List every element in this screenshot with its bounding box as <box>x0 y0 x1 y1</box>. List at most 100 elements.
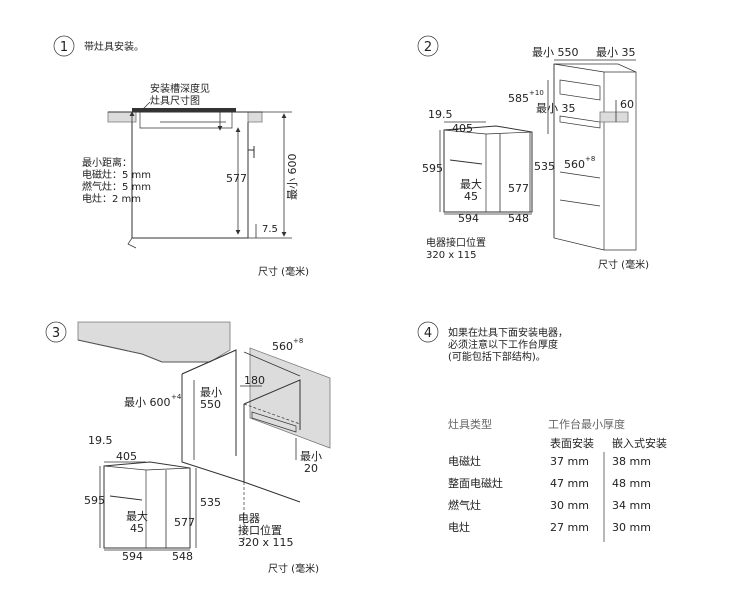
dim-560-line <box>243 351 301 377</box>
row-surface: 37 mm <box>550 455 589 468</box>
dim-535: 535 <box>534 160 555 173</box>
step-number: 1 <box>60 40 68 55</box>
max45-value: 45 <box>130 522 144 535</box>
worktop <box>77 321 231 363</box>
step-number-circle <box>417 35 439 57</box>
side-panel <box>249 347 331 449</box>
dim-577: 577 <box>174 516 195 529</box>
oven-handle <box>109 495 143 501</box>
oven-top-front <box>103 465 147 471</box>
dim-548: 548 <box>172 550 193 563</box>
dim-560: 560 <box>272 340 293 353</box>
niche-vent <box>251 411 297 433</box>
dim-577: 577 <box>508 182 529 195</box>
oven-outline <box>443 125 533 213</box>
row-flush: 34 mm <box>612 499 651 512</box>
dim-560-tolerance: +8 <box>293 337 303 345</box>
min20-value: 20 <box>304 462 318 475</box>
connection-label-1: 电器 <box>238 512 260 525</box>
dim-min550: 最小 550 <box>532 46 579 59</box>
dim-min600-tolerance: +4 <box>171 393 182 401</box>
row-type: 电灶 <box>448 521 470 534</box>
row-flush: 48 mm <box>612 477 651 490</box>
dim-585-tolerance: +10 <box>529 89 544 97</box>
row-type: 燃气灶 <box>448 498 481 512</box>
connection-size: 320 x 115 <box>426 250 476 261</box>
min550-label: 最小 <box>200 386 222 399</box>
dim-600-line <box>181 349 237 375</box>
dim-min600: 最小 600 <box>286 154 299 201</box>
floor-break <box>127 237 137 249</box>
dim-19_5: 19.5 <box>88 434 113 447</box>
section-4: 4 如果在灶具下面安装电器， 必须注意以下工作台厚度 (可能包括下部结构)。 灶… <box>417 321 667 542</box>
section-3: 3 560 +8 最小 600 +4 最小 550 180 最小 20 19.5 <box>45 321 331 575</box>
step-number-circle <box>417 321 439 343</box>
upper-shelf <box>559 79 601 101</box>
oven-top-side <box>145 467 191 471</box>
min-distance-title: 最小距离： <box>82 156 132 169</box>
oven-outline <box>103 461 191 549</box>
oven-niche-top <box>559 115 601 129</box>
dim-min35-mid: 最小 35 <box>536 102 576 115</box>
max45-label: 最大 <box>126 509 148 523</box>
dim-595: 595 <box>422 162 443 175</box>
dim-405: 405 <box>116 450 137 463</box>
cabinet-outline <box>131 122 249 239</box>
dim-560-line <box>559 171 601 179</box>
dim-535: 535 <box>200 496 221 509</box>
step-number: 2 <box>424 40 432 55</box>
sub-flush-header: 嵌入式安装 <box>612 436 667 450</box>
sub-surface-header: 表面安装 <box>550 436 594 450</box>
min-distance-induction: 电磁灶：5 mm <box>82 168 151 181</box>
oven-top-front <box>443 129 487 135</box>
max45-value: 45 <box>464 190 478 203</box>
dim-7_5: 7.5 <box>262 224 278 235</box>
min550-value: 550 <box>200 398 221 411</box>
intro-line-1: 如果在灶具下面安装电器， <box>448 326 568 339</box>
dim-595: 595 <box>84 494 105 507</box>
dim-577: 577 <box>226 172 247 185</box>
dim-594: 594 <box>458 212 479 225</box>
unit-label: 尺寸 (毫米) <box>598 258 649 271</box>
intro-line-3: (可能包括下部结构)。 <box>448 350 546 363</box>
step-number: 3 <box>52 326 60 341</box>
niche-left <box>181 374 245 483</box>
unit-label: 尺寸 (毫米) <box>268 562 319 575</box>
worktop-right <box>247 111 263 123</box>
row-flush: 30 mm <box>612 521 651 534</box>
dim-594: 594 <box>122 550 143 563</box>
dim-560-tolerance: +8 <box>585 155 595 163</box>
unit-label: 尺寸 (毫米) <box>258 265 309 278</box>
dim-548: 548 <box>508 212 529 225</box>
niche-bottom <box>559 199 601 207</box>
step-number: 4 <box>424 326 432 341</box>
row-type: 整面电磁灶 <box>448 476 503 490</box>
dim-min600: 最小 600 <box>124 396 171 409</box>
oven-handle <box>449 159 483 165</box>
row-surface: 47 mm <box>550 477 589 490</box>
cabinet-top <box>553 63 605 73</box>
step-number-circle <box>45 321 67 343</box>
oven-top-side <box>485 131 533 135</box>
dim-560: 560 <box>564 158 585 171</box>
col-min-header: 工作台最小厚度 <box>548 417 625 431</box>
step-number-circle <box>53 35 75 57</box>
hob-plate <box>132 108 236 112</box>
min20-label: 最小 <box>300 450 322 463</box>
section-1: 1 带灶具安装。 安装槽深度见 灶具尺寸图 最小距离： 电磁灶：5 mm 燃气灶… <box>53 35 309 278</box>
row-type: 电磁灶 <box>448 455 481 468</box>
vent-opening <box>599 111 629 123</box>
dim-60: 60 <box>620 98 634 111</box>
row-flush: 38 mm <box>612 455 651 468</box>
connection-label-2: 接口位置 <box>238 523 282 537</box>
row-surface: 27 mm <box>550 521 589 534</box>
dim-405: 405 <box>452 122 473 135</box>
min-distance-electric: 电灶：2 mm <box>82 192 141 205</box>
min-distance-gas: 燃气灶：5 mm <box>82 180 151 193</box>
connection-size: 320 x 115 <box>238 536 294 549</box>
max45-label: 最大 <box>460 177 482 191</box>
section-2: 2 最小 550 最小 35 585 +10 最小 35 60 560 +8 1… <box>417 35 649 271</box>
worktop-edge <box>77 339 210 363</box>
note-line-1: 安装槽深度见 <box>150 82 210 95</box>
